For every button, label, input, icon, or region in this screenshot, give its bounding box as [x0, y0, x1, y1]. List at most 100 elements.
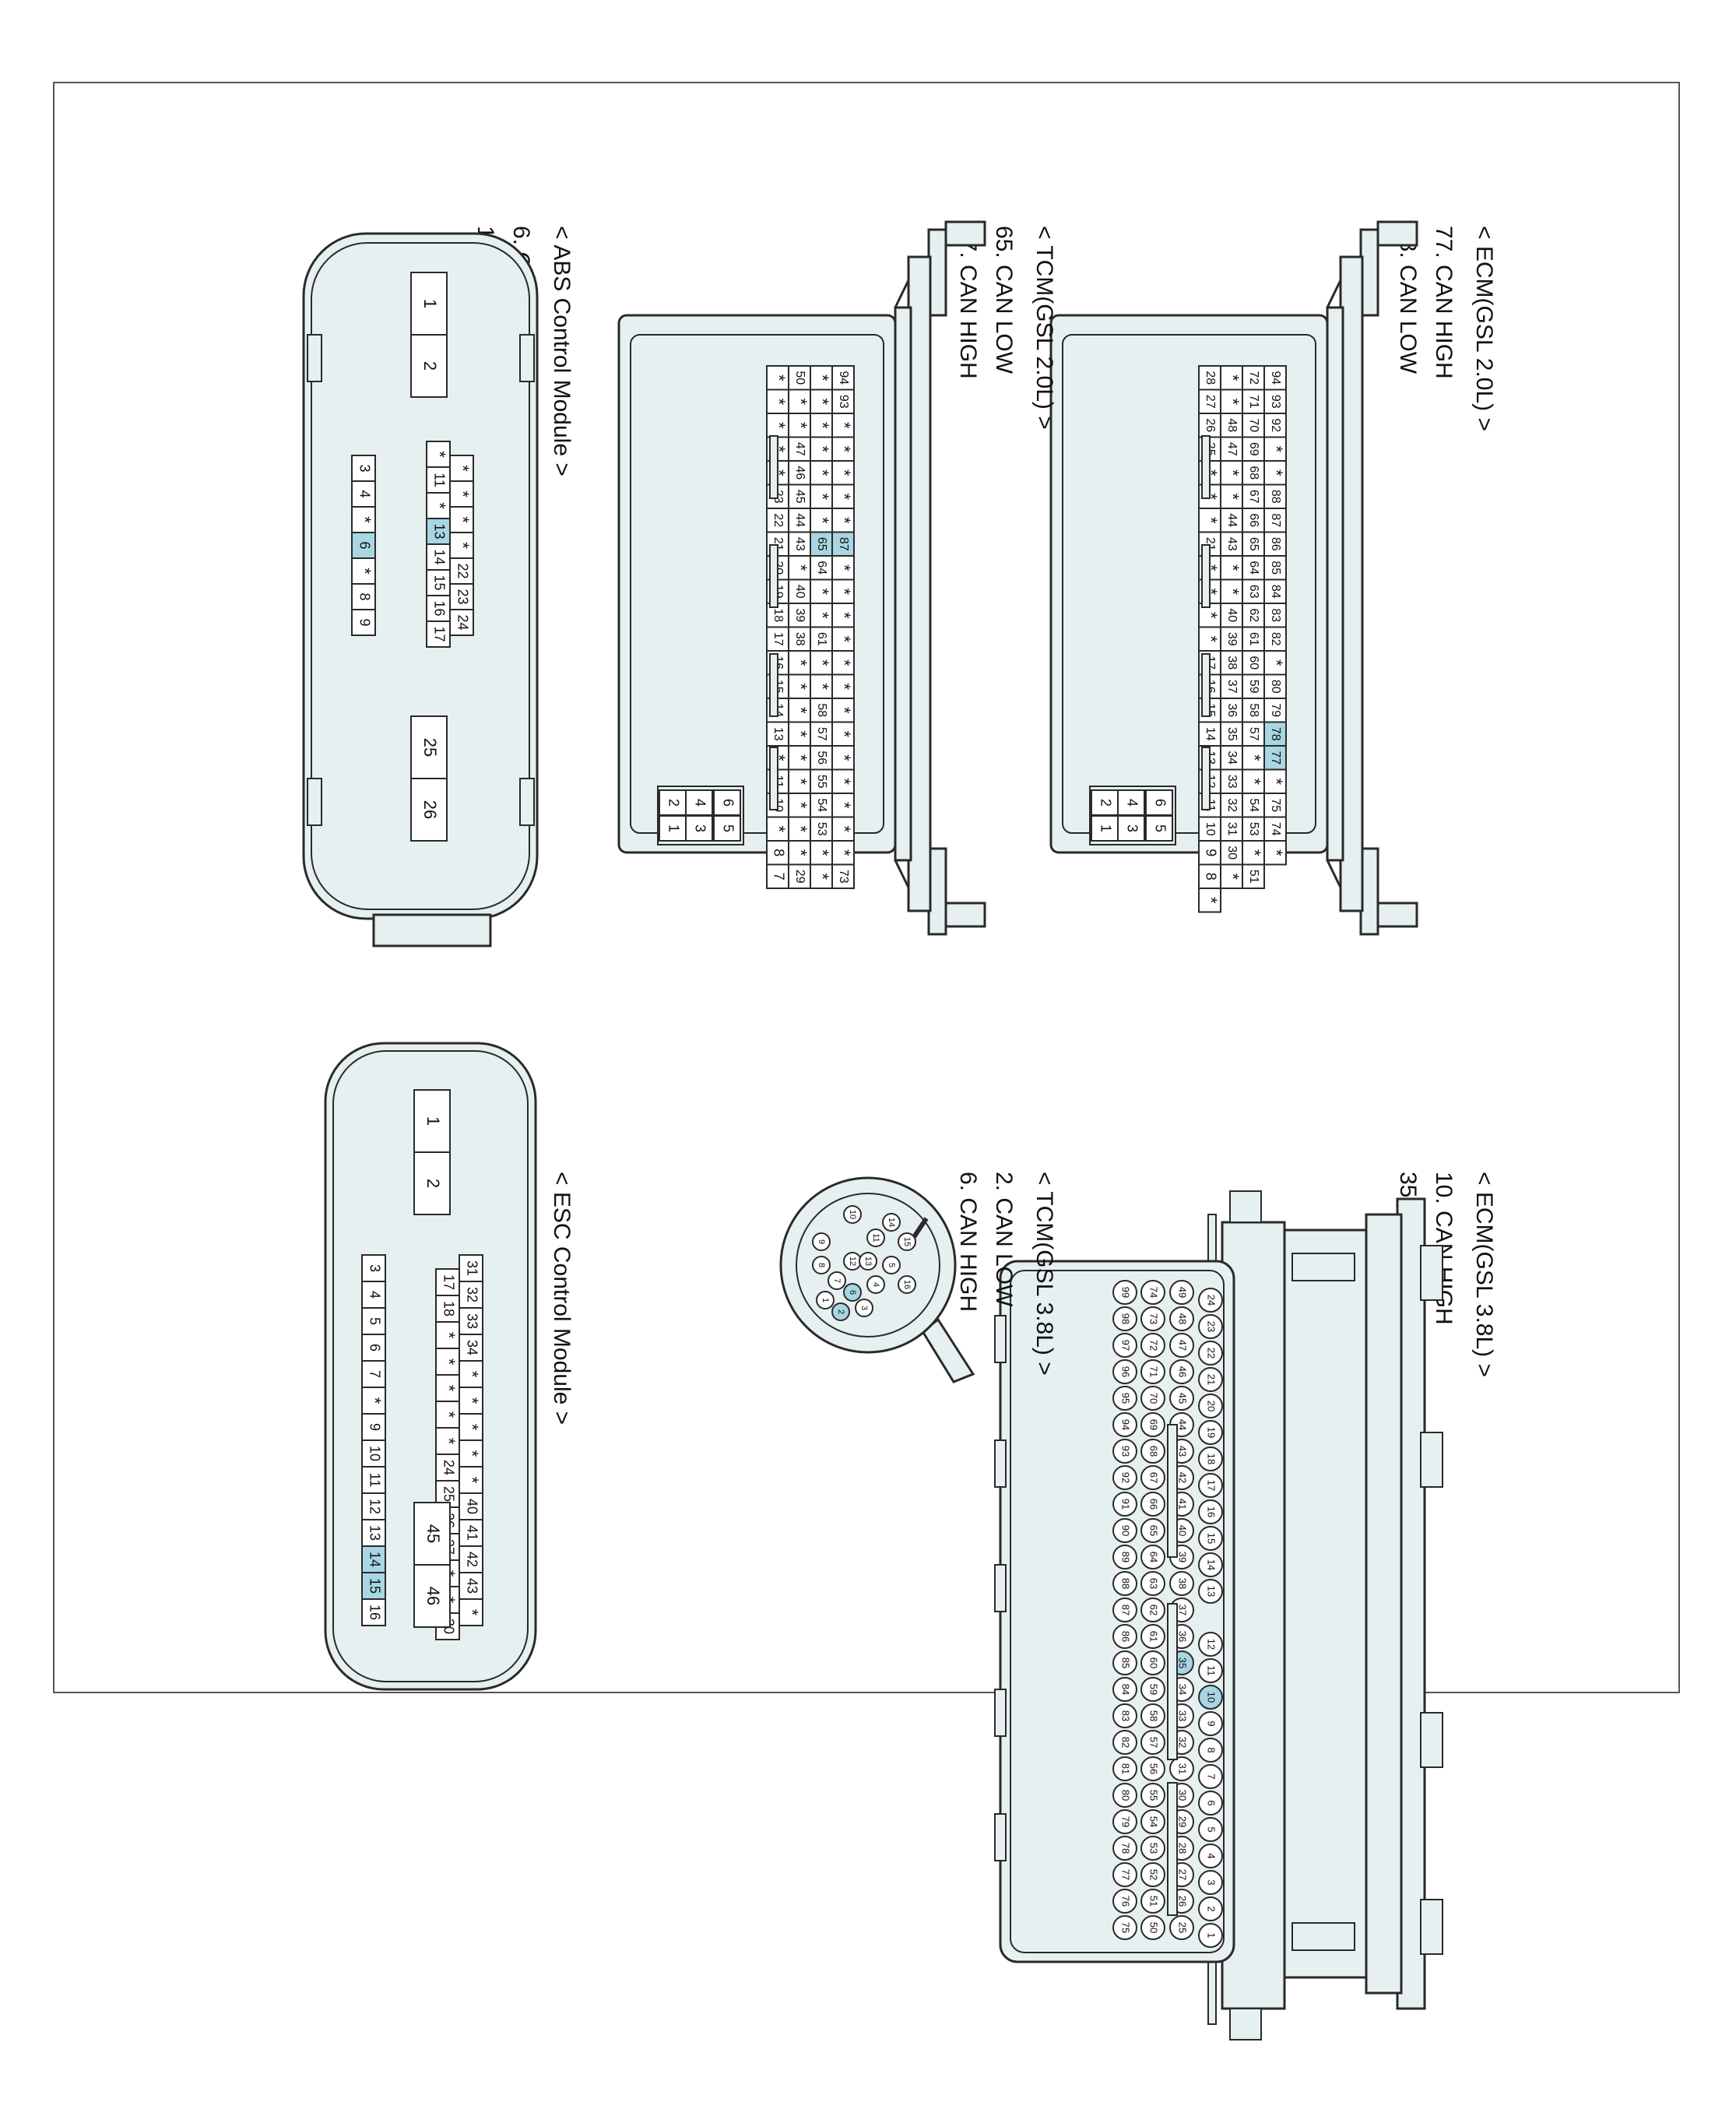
tcm-gsl-20-pin: *	[835, 683, 854, 690]
ecm38-pin: 59	[1148, 1684, 1160, 1695]
ecm38-pin-circle	[1112, 1412, 1137, 1437]
abs-pin-box	[426, 620, 451, 648]
ecm38-pin-circle	[1169, 1359, 1194, 1384]
tcm-gsl-20-pin-box	[831, 863, 855, 889]
abs-pin: 4	[357, 490, 372, 497]
ecm38-pin-circle	[1140, 1677, 1165, 1702]
ecm38-pin: 88	[1120, 1578, 1132, 1589]
ecm-gsl-20-pin: *	[1267, 778, 1286, 785]
esc-bottom-pin: 46	[423, 1587, 443, 1605]
esc-module-connector: 1231323334*****40414243*1718*****2425262…	[324, 1042, 537, 1691]
ecm-gsl-20-pin: *	[1201, 493, 1221, 500]
ecm-gsl-20-pin: 54	[1247, 798, 1260, 812]
ecm38-pin-circle	[1112, 1439, 1137, 1464]
ecm-gsl-20-pin: 83	[1269, 608, 1282, 622]
ecm38-pin: 31	[1177, 1763, 1189, 1774]
ecm38-pin-circle	[1140, 1756, 1165, 1781]
esc-pin: 43	[464, 1578, 480, 1594]
ecm-gsl-20-pin: 70	[1247, 418, 1260, 432]
esc-pin: 4	[367, 1291, 382, 1299]
ecm38-pin-circle	[1198, 1844, 1223, 1868]
tcm38-pin: 11	[871, 1233, 880, 1242]
esc-top-pin: 2	[423, 1179, 443, 1188]
tcm-gsl-20-pin: *	[835, 635, 854, 642]
ecm-gsl-20-pin: 26	[1204, 418, 1217, 432]
ecm38-pin-circle	[1140, 1359, 1165, 1384]
ecm-gsl-20-aux-pin-box	[1091, 815, 1119, 842]
ecm38-pin-circle	[1169, 1280, 1194, 1305]
ecm-gsl-20-pin: 93	[1269, 395, 1282, 409]
ecm38-pin: 67	[1148, 1472, 1160, 1483]
tcm-gsl-20-pin: *	[835, 564, 854, 571]
abs-pin-box	[351, 480, 376, 508]
tcm-gsl-20-pin-box	[831, 388, 855, 414]
ecm38-pin-circle	[1169, 1306, 1194, 1331]
ecm-gsl-20-pin: 71	[1247, 395, 1260, 409]
ecm38-pin: 32	[1177, 1737, 1189, 1748]
tcm38-pin-circle	[898, 1232, 916, 1251]
tcm38-pin-circle	[831, 1302, 850, 1321]
tcm-gsl-20-pin-box	[788, 436, 811, 462]
esc-pin-box	[435, 1453, 460, 1482]
ecm38-pin: 87	[1120, 1605, 1132, 1615]
ecm-gsl-20-connector: 949392**88878685848382*80797877*7574*727…	[1049, 220, 1418, 936]
ecm38-pin: 45	[1177, 1393, 1189, 1404]
ecm-gsl-20-pin: *	[1223, 374, 1242, 381]
tcm38-pin: 15	[902, 1237, 912, 1246]
ecm-gsl-20-pin: 64	[1247, 561, 1260, 575]
tcm-gsl-20-pin: 13	[771, 727, 785, 741]
ecm-gsl-20-pin: 58	[1247, 703, 1260, 717]
ecm-gsl-20-pin-box	[1263, 698, 1287, 723]
ecm38-pin-circle	[1112, 1333, 1137, 1358]
tcm-gsl-20-pin-box	[788, 626, 811, 652]
ecm-gsl-20-pin-box	[1220, 863, 1243, 889]
tcm-gsl-20-pin: *	[835, 517, 854, 524]
ecm38-pin: 23	[1206, 1321, 1218, 1332]
esc-pin: *	[462, 1609, 482, 1616]
ecm38-pin: 28	[1177, 1843, 1189, 1854]
tcm-gsl-20-pin-box	[810, 460, 833, 486]
ecm38-pin: 20	[1206, 1401, 1218, 1411]
ecm38-pin-circle	[1198, 1817, 1223, 1842]
tcm-gsl-20-aux-pin: 4	[692, 799, 708, 807]
tcm-gsl-20-pin: *	[813, 873, 832, 880]
tcm-gsl-20-pin: *	[791, 564, 810, 571]
tcm-gsl-20-pin: *	[813, 849, 832, 856]
ecm38-pin: 24	[1206, 1295, 1218, 1306]
ecm38-pin: 2	[1206, 1906, 1218, 1911]
ecm38-pin: 35	[1177, 1657, 1189, 1668]
ecm38-pin-circle	[1198, 1685, 1223, 1710]
ecm38-pin: 52	[1148, 1869, 1160, 1880]
esc-pin: *	[439, 1332, 459, 1339]
ecm-gsl-20-pin: *	[1201, 517, 1221, 524]
ecm38-pin: 18	[1206, 1453, 1218, 1464]
ecm-gsl-20-pin: 40	[1225, 608, 1239, 622]
esc-pin: 40	[464, 1499, 480, 1514]
ecm38-pin-circle	[1198, 1367, 1223, 1392]
tcm-gsl-20-aux-pin: 6	[720, 799, 736, 807]
ecm38-pin: 13	[1206, 1586, 1218, 1597]
tcm38-pin: 1	[821, 1298, 830, 1302]
ecm38-pin: 48	[1177, 1313, 1189, 1324]
ecm38-pin: 19	[1206, 1427, 1218, 1438]
tcm-gsl-20-pin: *	[791, 754, 810, 761]
ecm38-pin-circle	[1198, 1870, 1223, 1895]
ecm38-pin: 15	[1206, 1533, 1218, 1544]
abs-pin-box	[449, 557, 474, 585]
tcm38-pin: 16	[902, 1280, 912, 1289]
ecm-gsl-20-pin: 34	[1225, 750, 1239, 765]
ecm38-pin-circle	[1140, 1809, 1165, 1834]
tcm-gsl-20-pin: 56	[815, 750, 828, 765]
ecm38-pin: 80	[1120, 1790, 1132, 1801]
ecm38-pin-circle	[1140, 1386, 1165, 1411]
ecm38-pin: 16	[1206, 1506, 1218, 1517]
tcm-gsl-20-pin: *	[835, 778, 854, 785]
tcm38-pin-circle	[882, 1213, 901, 1232]
ecm38-pin-circle	[1198, 1499, 1223, 1524]
ecm38-pin: 61	[1148, 1631, 1160, 1642]
ecm38-pin: 47	[1177, 1340, 1189, 1351]
ecm38-pin: 46	[1177, 1366, 1189, 1377]
